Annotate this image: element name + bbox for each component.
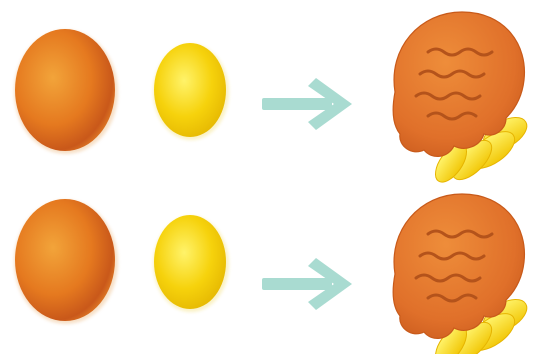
arrow-right-icon	[262, 258, 352, 310]
orange-shell-with-yellow-fingers	[391, 10, 534, 189]
row-1	[14, 10, 534, 189]
large-orange-oval	[14, 29, 118, 154]
arrow-right-icon	[262, 78, 352, 130]
small-yellow-oval	[153, 215, 229, 312]
row-2	[14, 192, 534, 354]
large-orange-oval	[14, 199, 118, 324]
orange-shell-with-yellow-fingers	[391, 192, 534, 354]
small-yellow-oval	[153, 43, 229, 140]
